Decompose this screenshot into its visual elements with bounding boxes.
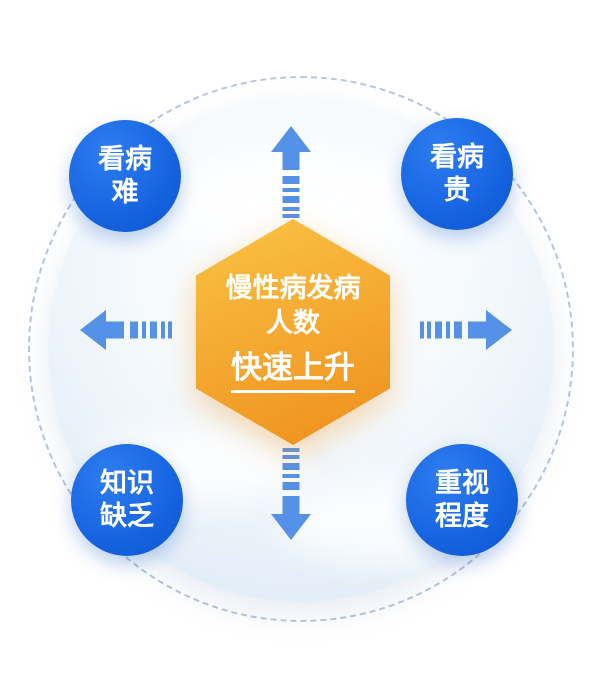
bubble-line: 重视 xyxy=(435,468,489,499)
bubble-zhongshi-chengdu: 重视 程度 xyxy=(406,444,518,556)
arrow-left-icon xyxy=(80,310,172,350)
center-text-line1: 慢性病发病 xyxy=(225,272,361,303)
center-text-line2: 人数 xyxy=(266,307,320,338)
arrow-up-icon xyxy=(271,126,311,218)
arrow-right-icon xyxy=(420,310,512,350)
center-hexagon-shape: 慢性病发病 人数 快速上升 xyxy=(196,219,390,445)
bubble-kanbing-gui: 看病 贵 xyxy=(401,118,513,230)
bubble-line: 贵 xyxy=(443,175,471,205)
bubble-line: 程度 xyxy=(435,501,489,531)
bubble-line: 缺乏 xyxy=(100,501,154,531)
bubble-zhishi-quefa: 知识 缺乏 xyxy=(71,444,183,556)
center-text-emphasis: 快速上升 xyxy=(231,349,355,394)
outer-dashed-ring xyxy=(28,76,574,622)
center-hexagon: 慢性病发病 人数 快速上升 xyxy=(196,219,390,445)
bubble-line: 知识 xyxy=(100,468,154,499)
bubble-line: 难 xyxy=(111,177,139,207)
bubble-line: 看病 xyxy=(98,144,152,175)
bubble-kanbing-nan: 看病 难 xyxy=(69,120,181,232)
arrow-down-icon xyxy=(271,448,311,540)
bubble-line: 看病 xyxy=(430,142,484,173)
